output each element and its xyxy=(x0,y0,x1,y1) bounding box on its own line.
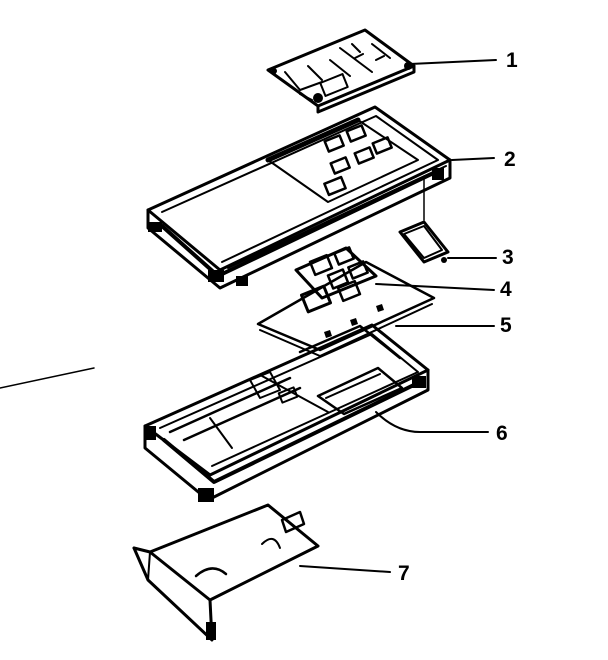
part-6-bottom-housing xyxy=(143,323,430,502)
part-4-keypad xyxy=(294,246,378,314)
callout-1: 1 xyxy=(506,49,518,72)
callout-5: 5 xyxy=(500,314,512,337)
leader-lines xyxy=(299,59,497,573)
stray-line xyxy=(0,367,95,389)
part-7-battery-cover xyxy=(132,503,320,642)
callout-labels: 1 2 3 4 5 6 7 xyxy=(398,49,518,585)
callout-4: 4 xyxy=(500,278,512,301)
part-3-clip xyxy=(398,175,450,264)
callout-6: 6 xyxy=(496,422,508,445)
callout-3: 3 xyxy=(502,246,514,269)
part-1-circuit-board xyxy=(266,28,416,114)
callout-7: 7 xyxy=(398,562,410,585)
part-2-top-housing xyxy=(146,105,452,290)
callout-2: 2 xyxy=(504,148,516,171)
